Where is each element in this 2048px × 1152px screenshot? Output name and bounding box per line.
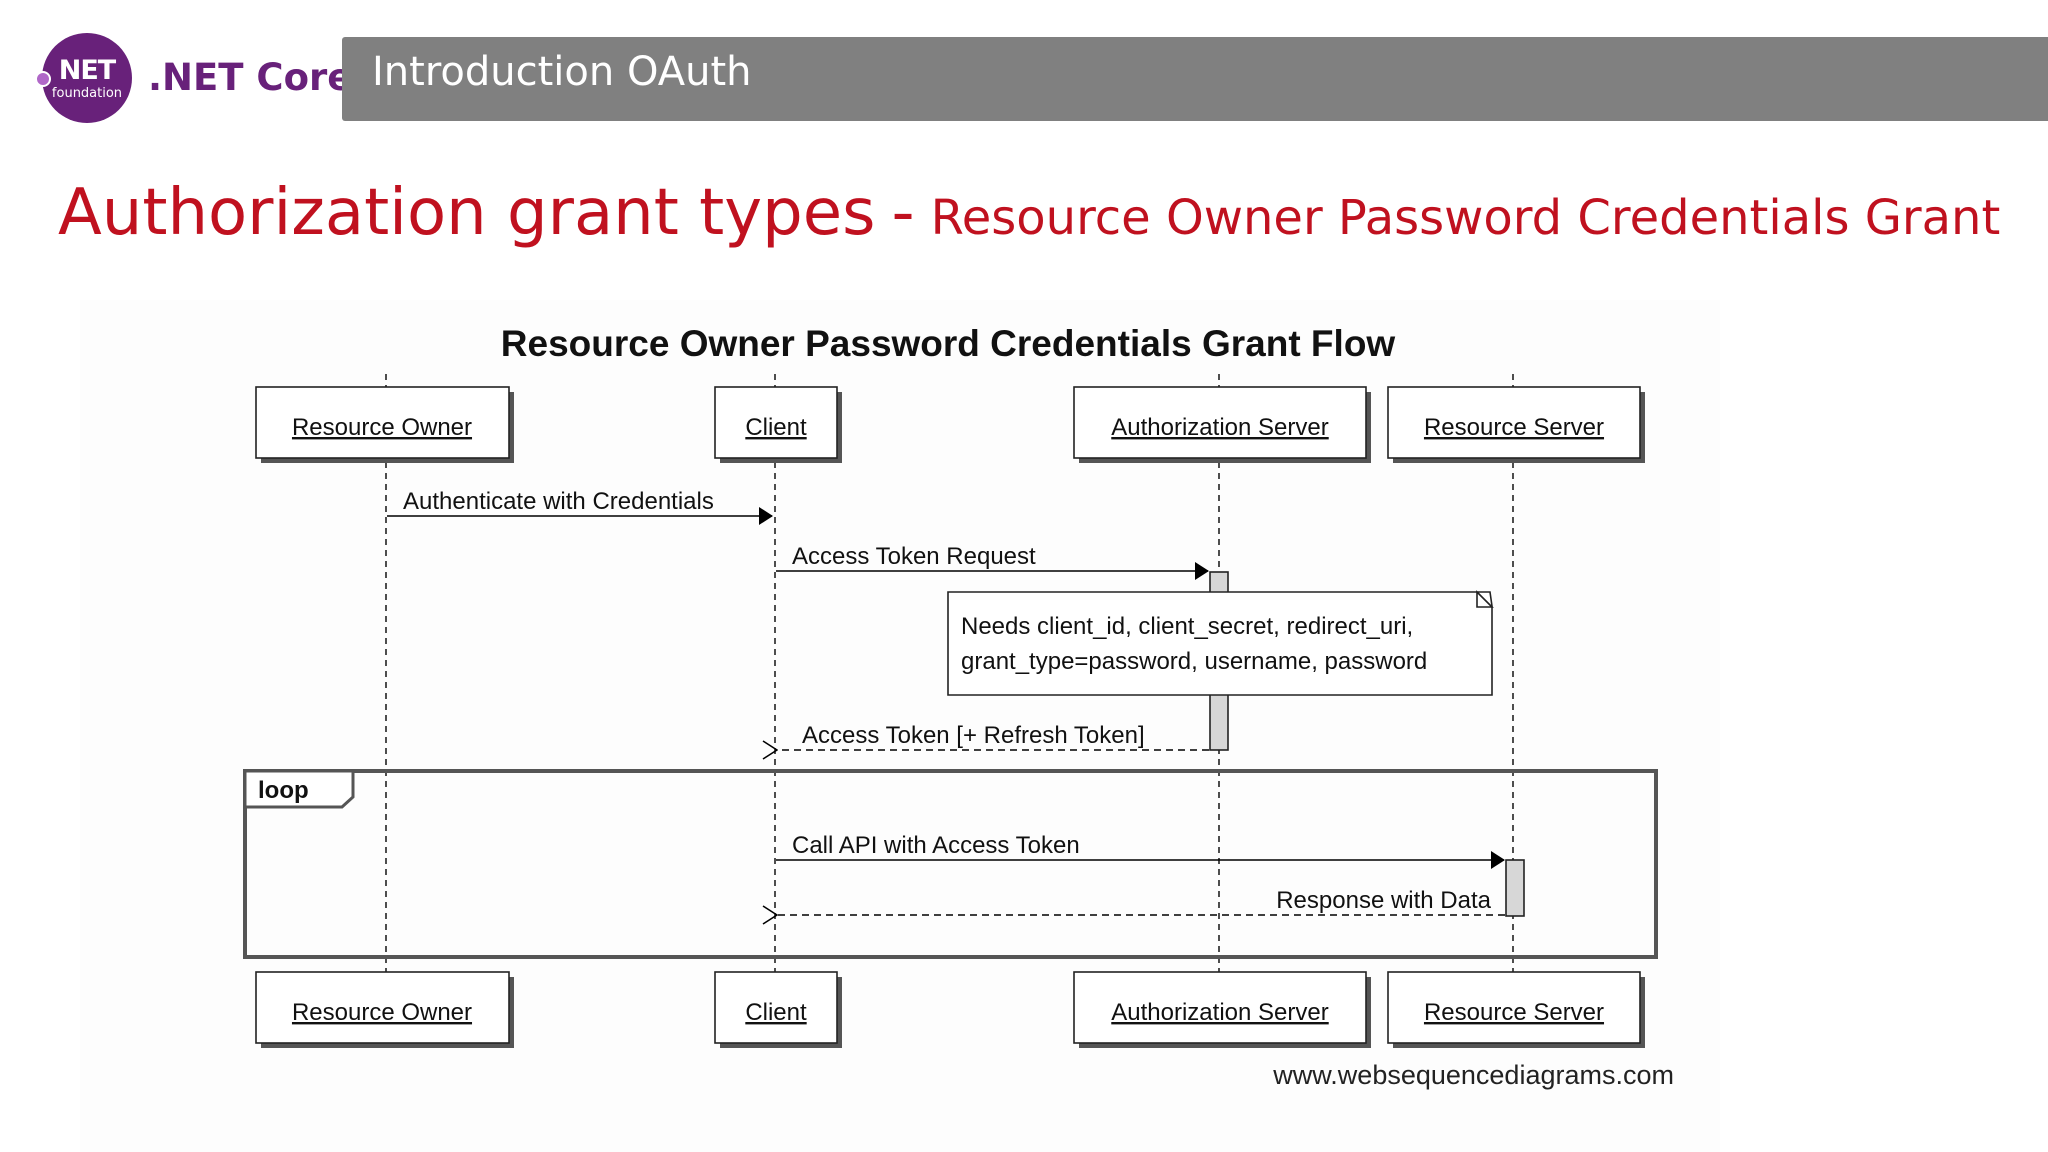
loop-label: loop	[258, 777, 309, 804]
participant-label: Resource Owner	[292, 414, 472, 441]
participant-bottom-resource-server: Resource Server	[1387, 971, 1645, 1048]
message-label-token-request: Access Token Request	[792, 543, 1036, 570]
note-line-1: Needs client_id, client_secret, redirect…	[961, 613, 1413, 640]
logo-subtext: foundation	[51, 86, 123, 101]
slide-subtitle: Resource Owner Password Credentials Gran…	[930, 190, 2001, 246]
brand-label: .NET Core	[148, 56, 353, 99]
diagram-credit: www.websequencediagrams.com	[1272, 1060, 1674, 1090]
participant-bottom-authorization-server: Authorization Server	[1073, 971, 1371, 1048]
bar-title: Introduction OAuth	[372, 49, 752, 95]
loop-frame: loop	[243, 769, 1658, 959]
participant-bottom-resource-owner: Resource Owner	[255, 971, 514, 1048]
message-label-response: Response with Data	[1276, 887, 1491, 914]
participant-top-resource-server: Resource Server	[1387, 386, 1645, 463]
message-label-call-api: Call API with Access Token	[792, 832, 1080, 859]
participant-label: Resource Owner	[292, 999, 472, 1026]
participant-bottom-client: Client	[714, 971, 842, 1048]
logo-text: NET	[58, 55, 116, 86]
sequence-diagram-svg: Resource Owner Password Credentials Gran…	[243, 323, 1674, 1090]
net-foundation-logo: NET foundation	[35, 33, 132, 123]
participant-top-client: Client	[714, 386, 842, 463]
participant-label: Resource Server	[1424, 414, 1604, 441]
participant-label: Authorization Server	[1111, 999, 1328, 1026]
participant-label: Authorization Server	[1111, 414, 1328, 441]
participant-top-authorization-server: Authorization Server	[1073, 386, 1371, 463]
participant-top-resource-owner: Resource Owner	[255, 386, 514, 463]
note-box: Needs client_id, client_secret, redirect…	[947, 590, 1494, 696]
slide-title-main: Authorization grant types	[58, 176, 876, 250]
participant-label: Client	[745, 414, 807, 441]
logo-dot-icon	[35, 71, 51, 87]
diagram-title: Resource Owner Password Credentials Gran…	[501, 323, 1396, 364]
top-bar: Introduction OAuth	[342, 37, 2048, 121]
slide-title-separator: -	[891, 176, 915, 250]
note-line-2: grant_type=password, username, password	[961, 648, 1427, 675]
slide-title: Authorization grant types-Resource Owner…	[58, 176, 2000, 250]
message-label-access-token: Access Token [+ Refresh Token]	[802, 722, 1145, 749]
participant-label: Client	[745, 999, 807, 1026]
activation-resource-server	[1505, 859, 1525, 917]
participant-label: Resource Server	[1424, 999, 1604, 1026]
sequence-diagram: Resource Owner Password Credentials Gran…	[80, 300, 1720, 1152]
message-label-authenticate: Authenticate with Credentials	[403, 488, 714, 515]
